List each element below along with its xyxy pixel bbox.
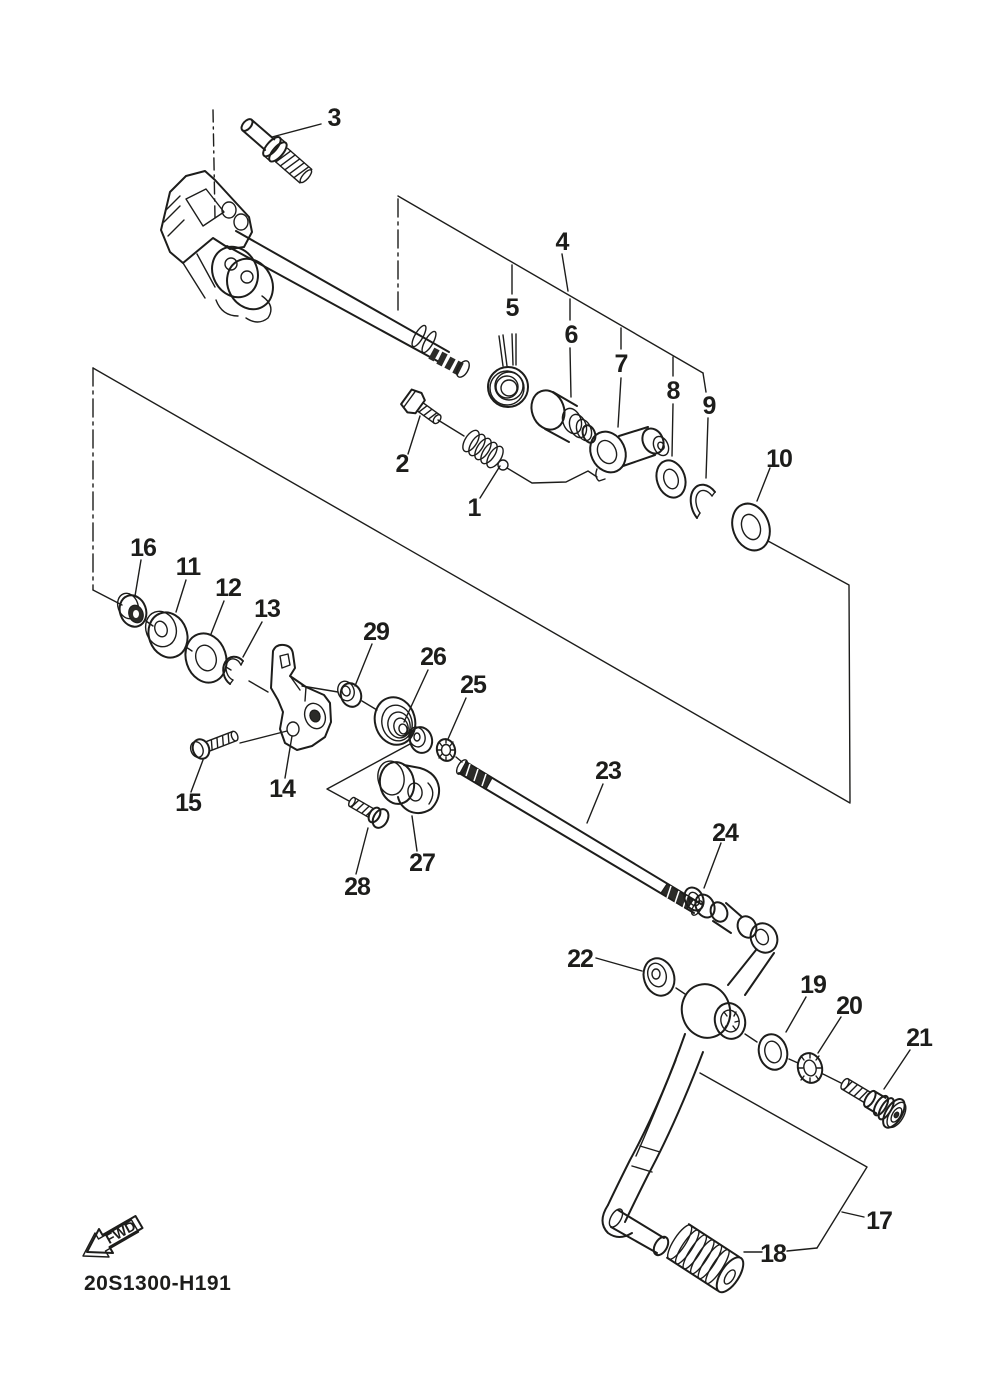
part-6-collar [530, 389, 597, 444]
callout-29: 29 [363, 618, 389, 646]
assembly-box-pedal [699, 1072, 868, 1253]
callout-24: 24 [712, 819, 739, 847]
fwd-arrow-icon: FWD [82, 1215, 144, 1258]
part-2-bolt [400, 388, 442, 425]
callout-5: 5 [506, 294, 520, 322]
assembly-box-lower [92, 367, 851, 804]
part-20-lock-washer [796, 1052, 824, 1084]
callout-2: 2 [396, 450, 409, 478]
callout-labels: 1 2 3 4 5 6 7 8 9 10 11 12 13 14 15 16 1… [130, 104, 934, 1268]
part-14-stopper-bracket [270, 643, 332, 751]
callout-10: 10 [766, 445, 792, 473]
callout-3: 3 [328, 104, 341, 132]
part-12-washer [184, 632, 228, 684]
leader-lines [134, 123, 911, 1090]
callout-14: 14 [269, 775, 296, 803]
part-15-bolt [189, 730, 239, 760]
callout-23: 23 [595, 757, 621, 785]
callout-27: 27 [409, 849, 435, 877]
callout-15: 15 [175, 789, 202, 817]
callout-4: 4 [556, 228, 570, 256]
part-27-stopper-lever [377, 760, 441, 815]
part-9-circlip [689, 483, 716, 519]
callout-13: 13 [254, 595, 280, 623]
callout-16: 16 [130, 534, 156, 562]
callout-12: 12 [215, 574, 241, 602]
callout-25: 25 [460, 671, 487, 699]
part-26-roller [373, 696, 434, 754]
callout-28: 28 [344, 873, 371, 901]
callout-18: 18 [760, 1240, 787, 1268]
shift-shaft-drawing [160, 170, 470, 378]
part-21-pivot-bolt [840, 1077, 907, 1129]
part-8-washer [655, 459, 687, 499]
part-7-shift-arm [589, 426, 670, 482]
part-24-adjust-nuts [683, 886, 716, 919]
rod-clevis-joint [709, 901, 779, 954]
callout-9: 9 [703, 392, 716, 420]
callout-20: 20 [836, 992, 862, 1020]
callout-7: 7 [615, 350, 628, 378]
callout-26: 26 [420, 643, 446, 671]
part-29-nut [337, 680, 363, 708]
part-18-footpeg-rubber [666, 1223, 745, 1294]
callout-17: 17 [866, 1207, 892, 1235]
part-3-bolt [240, 118, 313, 184]
part-23-shift-rod [455, 759, 704, 916]
callout-1: 1 [468, 494, 482, 522]
part-5-torsion-spring [487, 333, 529, 408]
part-28-bolt [347, 796, 390, 829]
callout-21: 21 [906, 1024, 933, 1052]
assembly-box-upper [397, 195, 709, 479]
part-22-washer [642, 957, 676, 997]
callout-8: 8 [667, 377, 681, 405]
callout-19: 19 [800, 971, 826, 999]
part-25-washer [435, 738, 457, 762]
part-19-washer [757, 1033, 789, 1071]
part-11-roller [144, 610, 189, 659]
callout-22: 22 [567, 945, 593, 973]
part-1-spring [462, 429, 598, 484]
callout-11: 11 [176, 553, 202, 581]
part-17-shift-pedal [601, 949, 775, 1257]
part-16-bushing [116, 592, 148, 628]
part-13-clip [222, 655, 244, 685]
part-10-washer [731, 502, 771, 552]
callout-6: 6 [565, 321, 578, 349]
fiche-code: 20S1300-H191 [84, 1272, 231, 1295]
